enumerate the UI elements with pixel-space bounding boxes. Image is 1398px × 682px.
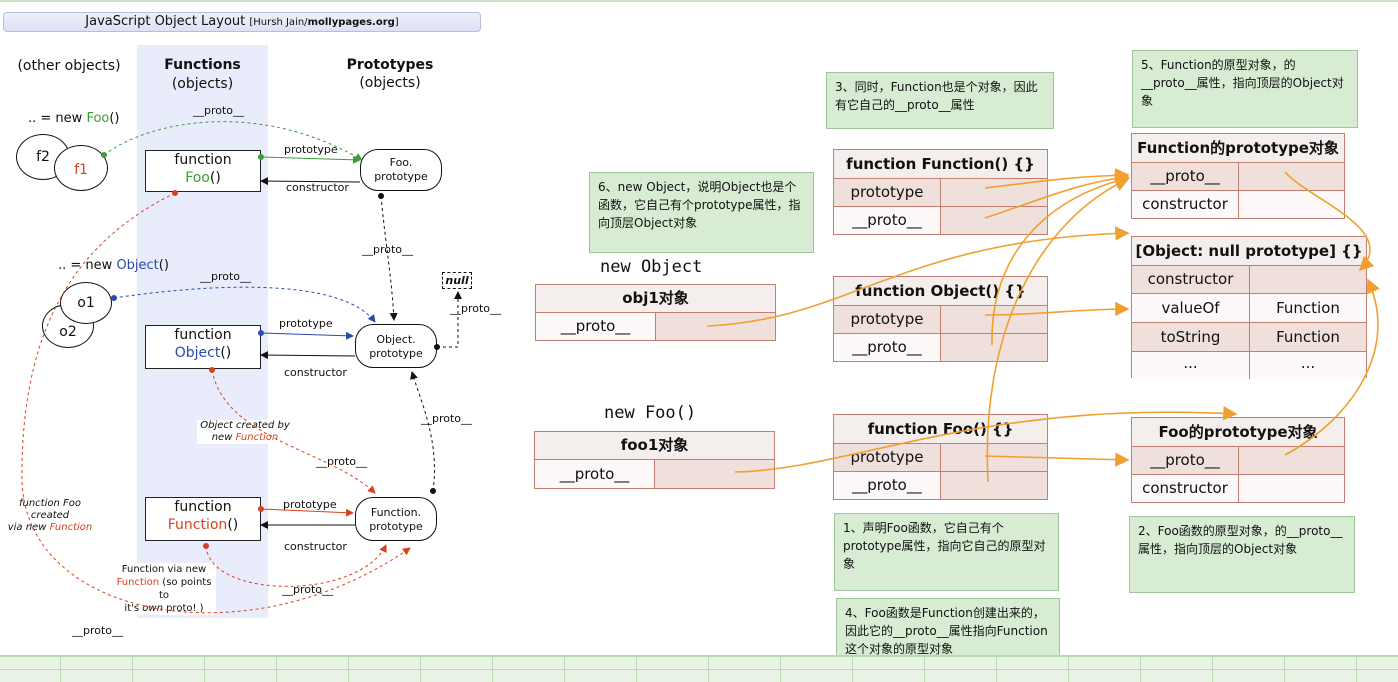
obj1-table: obj1对象 __proto__	[535, 284, 776, 341]
object-prototype-row-constructor: constructor	[1132, 266, 1366, 294]
foo-prototype-node: Foo.prototype	[360, 149, 442, 191]
new-foo-label: .. = new Foo()	[28, 111, 120, 126]
red-edges	[21, 190, 411, 614]
function-prototype-table: Function的prototype对象 __proto__ construct…	[1131, 133, 1345, 219]
null-node: null	[442, 272, 472, 289]
foo-prototype-row-constructor: constructor	[1132, 475, 1344, 502]
obj1-row-proto: __proto__	[536, 313, 775, 340]
prototypes-header: Prototypes	[346, 57, 434, 73]
foo-prototype-row-proto: __proto__	[1132, 447, 1344, 475]
function-prototype-title: Function的prototype对象	[1132, 134, 1344, 163]
object-prototype-row-more: ... ...	[1132, 352, 1366, 379]
o1-object: o1	[60, 282, 112, 324]
label-proto-o1: __proto__	[200, 270, 252, 283]
label-prototype-function: prototype	[283, 498, 337, 511]
function-prototype-node: Function.prototype	[355, 497, 437, 541]
function-foo-table: function Foo() {} prototype __proto__	[833, 414, 1048, 500]
foo1-table: foo1对象 __proto__	[534, 431, 775, 489]
f1-object: f1	[54, 145, 108, 191]
note-6: 6、new Object，说明Object也是个函数，它自己有个prototyp…	[589, 172, 814, 253]
note-2: 2、Foo函数的原型对象，的__proto__属性，指向顶层的Object对象	[1129, 516, 1355, 593]
label-proto-foo-fn: __proto__	[72, 624, 124, 637]
label-proto-object-fn: __proto__	[316, 455, 368, 468]
label-proto-foo-proto: __proto__	[362, 243, 414, 256]
function-function-row-proto: __proto__	[834, 207, 1047, 234]
diagram-source: [Hursh Jain/mollypages.org]	[249, 17, 399, 28]
object-prototype-node: Object.prototype	[355, 324, 437, 368]
foo1-title: foo1对象	[535, 432, 774, 460]
label-proto-function-fn: __proto__	[282, 583, 334, 596]
diagram-title-bar: JavaScript Object Layout [Hursh Jain/mol…	[3, 12, 481, 32]
other-objects-header: (other objects)	[17, 58, 121, 74]
spreadsheet-grid-strip	[0, 655, 1398, 682]
function-function-table: function Function() {} prototype __proto…	[833, 149, 1048, 235]
foo-prototype-title: Foo的prototype对象	[1132, 418, 1344, 447]
object-prototype-row-tostring: toString Function	[1132, 323, 1366, 352]
label-prototype-object: prototype	[279, 317, 333, 330]
prototypes-subheader: (objects)	[359, 75, 421, 91]
function-via-note: Function via new Function (so points to …	[112, 563, 216, 615]
new-object-code: new Object	[600, 257, 703, 277]
foo1-row-proto: __proto__	[535, 460, 774, 488]
label-proto-f1: __proto__	[193, 104, 245, 117]
note-3: 3、同时，Function也是个对象，因此有它自己的__proto__属性	[826, 72, 1054, 129]
new-foo-code: new Foo()	[604, 403, 697, 423]
orange-edges	[706, 168, 1380, 483]
diagram-title: JavaScript Object Layout	[85, 14, 246, 29]
label-prototype-foo: prototype	[284, 143, 338, 156]
function-foo-title: function Foo() {}	[834, 415, 1047, 444]
function-prototype-row-constructor: constructor	[1132, 191, 1344, 218]
foo-prototype-table: Foo的prototype对象 __proto__ constructor	[1131, 417, 1345, 503]
function-object-row-prototype: prototype	[834, 306, 1047, 334]
blue-edges	[111, 286, 376, 340]
label-constructor-function: constructor	[284, 540, 347, 553]
top-border	[0, 0, 1398, 2]
black-edges	[260, 177, 462, 529]
label-proto-object-proto: __proto__	[450, 302, 502, 315]
obj1-title: obj1对象	[536, 285, 775, 313]
label-constructor-foo: constructor	[286, 181, 349, 194]
new-object-label: .. = new Object()	[58, 258, 169, 273]
function-function-title: function Function() {}	[834, 150, 1047, 179]
object-prototype-title: [Object: null prototype] {}	[1132, 237, 1366, 266]
function-object-title: function Object() {}	[834, 277, 1047, 306]
functions-subheader: (objects)	[171, 76, 234, 92]
green-edges	[101, 121, 363, 164]
object-prototype-table: [Object: null prototype] {} constructor …	[1131, 236, 1367, 379]
function-object-row-proto: __proto__	[834, 334, 1047, 361]
function-function-row-prototype: prototype	[834, 179, 1047, 207]
function-foo-row-proto: __proto__	[834, 472, 1047, 499]
function-foo-row-prototype: prototype	[834, 444, 1047, 472]
note-1: 1、声明Foo函数，它自己有个prototype属性，指向它自己的原型对象	[834, 513, 1059, 591]
label-constructor-object: constructor	[284, 366, 347, 379]
grid-row-divider	[0, 669, 1398, 670]
function-prototype-row-proto: __proto__	[1132, 163, 1344, 191]
note-5: 5、Function的原型对象，的__proto__属性，指向顶层的Object…	[1132, 50, 1358, 128]
object-prototype-row-valueof: valueOf Function	[1132, 294, 1366, 323]
function-object-table: function Object() {} prototype __proto__	[833, 276, 1048, 362]
label-proto-function-proto: __proto__	[421, 412, 473, 425]
functions-header: Functions	[164, 57, 241, 73]
